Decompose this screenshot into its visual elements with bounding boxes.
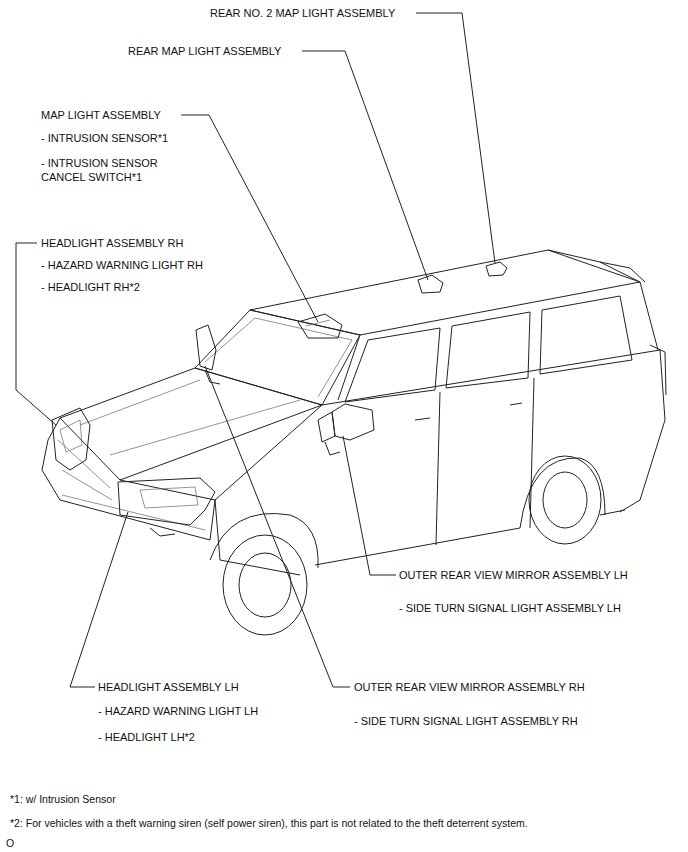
part-name: HEADLIGHT ASSEMBLY RH xyxy=(41,236,183,250)
sub-part-name: - HAZARD WARNING LIGHT RH xyxy=(41,258,203,272)
figure-code: O xyxy=(6,836,14,850)
sub-part-name: - INTRUSION SENSOR*1 xyxy=(41,131,168,145)
part-name: OUTER REAR VIEW MIRROR ASSEMBLY LH xyxy=(399,568,628,582)
footnote: *1: w/ Intrusion Sensor xyxy=(10,792,116,806)
sub-part-name: - HEADLIGHT RH*2 xyxy=(41,280,140,294)
sub-part-name: - HAZARD WARNING LIGHT LH xyxy=(98,704,258,718)
part-name: REAR MAP LIGHT ASSEMBLY xyxy=(128,44,281,58)
part-name: HEADLIGHT ASSEMBLY LH xyxy=(98,680,239,694)
part-name: OUTER REAR VIEW MIRROR ASSEMBLY RH xyxy=(354,680,585,694)
sub-part-name: - SIDE TURN SIGNAL LIGHT ASSEMBLY RH xyxy=(354,714,578,728)
sub-part-name: - HEADLIGHT LH*2 xyxy=(98,730,195,744)
part-name: REAR NO. 2 MAP LIGHT ASSEMBLY xyxy=(210,6,395,20)
sub-part-name: - INTRUSION SENSOR CANCEL SWITCH*1 xyxy=(41,156,181,184)
part-name: MAP LIGHT ASSEMBLY xyxy=(41,108,161,122)
footnote: *2: For vehicles with a theft warning si… xyxy=(10,816,528,830)
sub-part-name: - SIDE TURN SIGNAL LIGHT ASSEMBLY LH xyxy=(399,601,621,615)
